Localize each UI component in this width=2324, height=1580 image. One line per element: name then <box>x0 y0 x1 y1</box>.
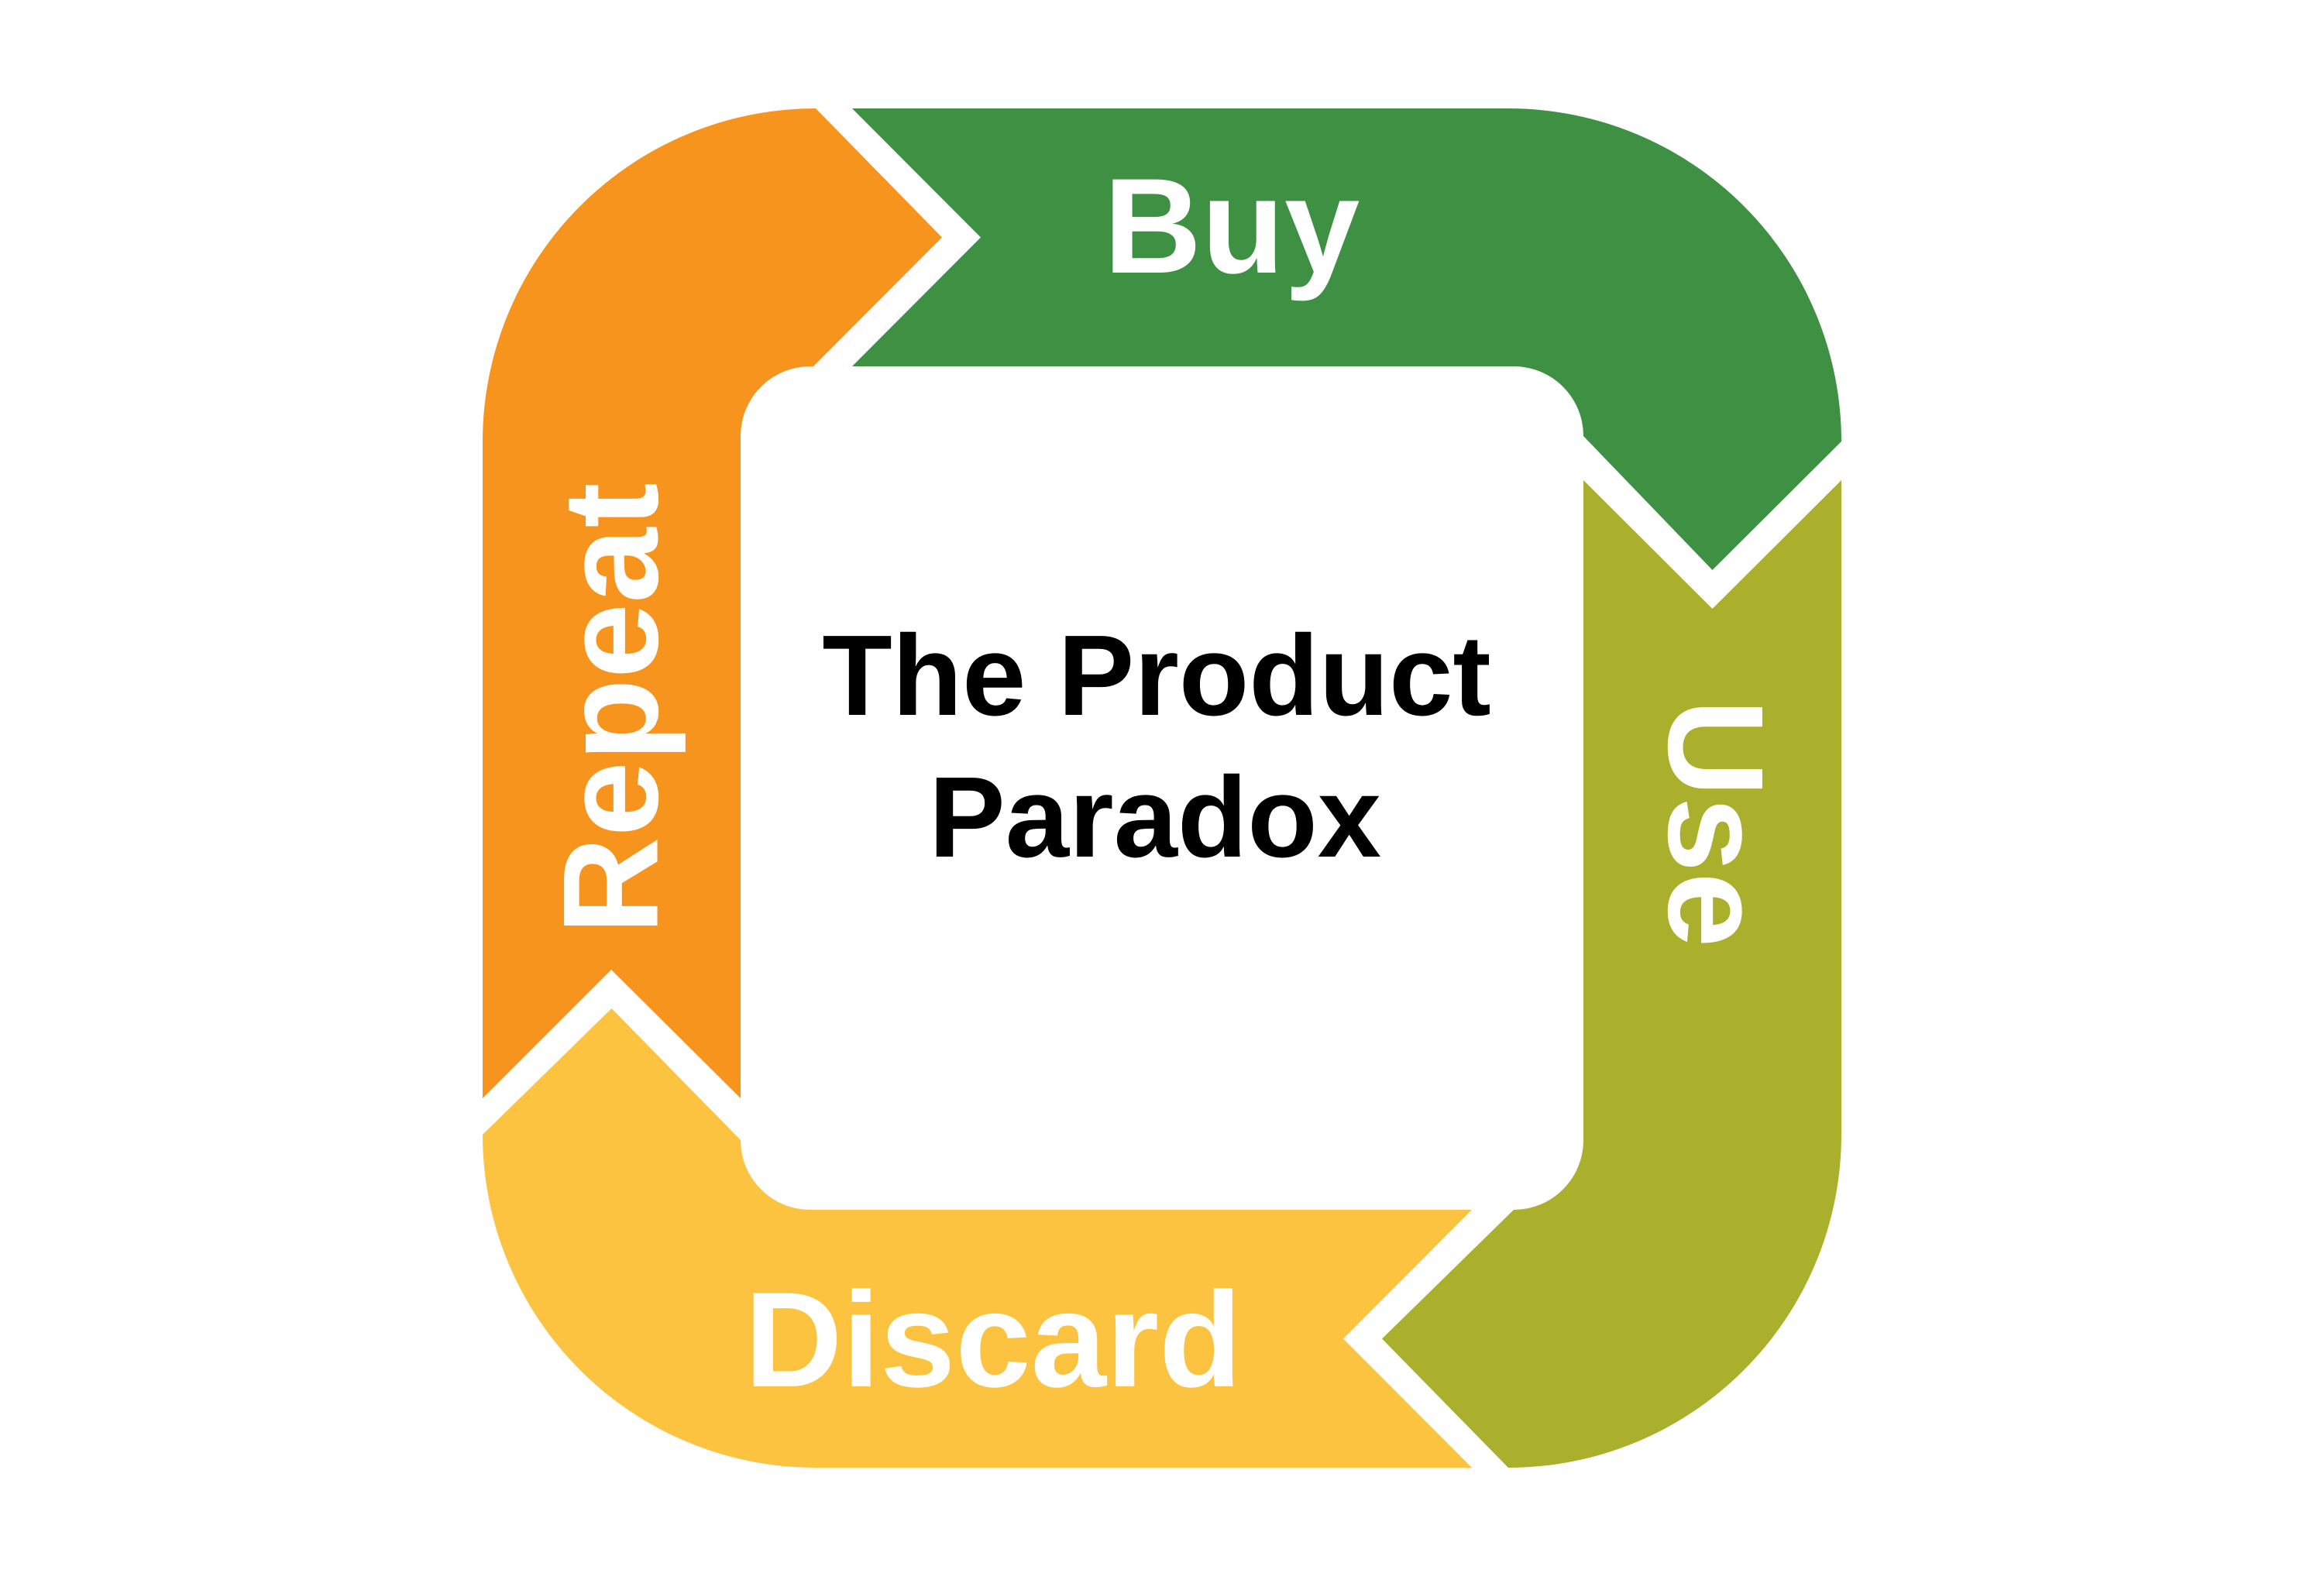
arrow-segment-discard <box>483 1008 1472 1468</box>
step-label-discard: Discard <box>744 1265 1242 1416</box>
step-label-use: Use <box>1640 699 1791 947</box>
arrow-segment-use <box>1382 480 1841 1468</box>
center-title-line2: Paradox <box>929 754 1381 881</box>
arrow-segment-repeat <box>483 108 942 1098</box>
arrow-segment-buy <box>852 108 1841 570</box>
step-label-buy: Buy <box>1104 151 1360 302</box>
center-title-line1: The Product <box>822 612 1490 740</box>
step-label-repeat: Repeat <box>536 483 687 935</box>
